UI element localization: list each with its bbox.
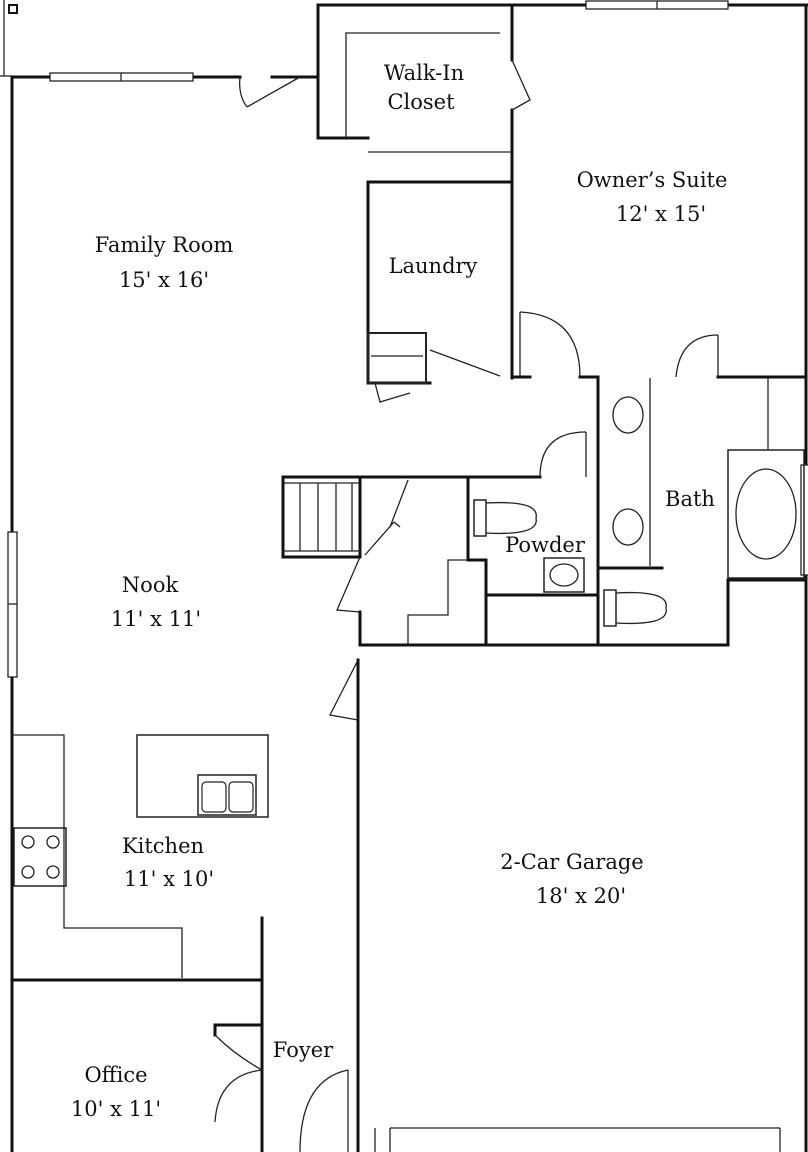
stairs [281, 475, 488, 647]
bath-walls [596, 375, 808, 647]
laundry-walls [366, 180, 514, 403]
label-walk-in-closet-2: Closet [387, 90, 455, 114]
label-office-size: 10' x 11' [71, 1097, 161, 1121]
window-family-room [49, 72, 194, 82]
window-owners-suite [585, 0, 729, 10]
label-walk-in-closet-1: Walk-In [384, 61, 464, 85]
label-office: Office [84, 1063, 147, 1087]
powder-walls [466, 431, 600, 647]
walk-in-closet-walls [316, 3, 531, 184]
label-garage: 2-Car Garage [500, 850, 643, 874]
exterior-door-family-room [239, 76, 301, 108]
label-owners-suite: Owner’s Suite [577, 168, 728, 192]
label-kitchen: Kitchen [122, 834, 204, 858]
label-foyer: Foyer [273, 1038, 334, 1062]
kitchen-fixtures [12, 734, 269, 978]
label-family-room: Family Room [95, 233, 234, 257]
label-powder: Powder [505, 533, 586, 557]
label-bath: Bath [665, 487, 715, 511]
label-nook: Nook [122, 573, 179, 597]
label-nook-size: 11' x 11' [111, 607, 201, 631]
window-nook [7, 531, 18, 678]
label-kitchen-size: 11' x 10' [124, 867, 214, 891]
label-owners-suite-size: 12' x 15' [616, 202, 706, 226]
office-foyer-walls [10, 916, 349, 1152]
corner-marker [8, 4, 18, 14]
label-laundry: Laundry [389, 254, 478, 278]
label-garage-size: 18' x 20' [536, 884, 626, 908]
garage-walls [329, 643, 781, 1152]
owners-suite-walls [510, 311, 808, 379]
label-family-room-size: 15' x 16' [119, 268, 209, 292]
